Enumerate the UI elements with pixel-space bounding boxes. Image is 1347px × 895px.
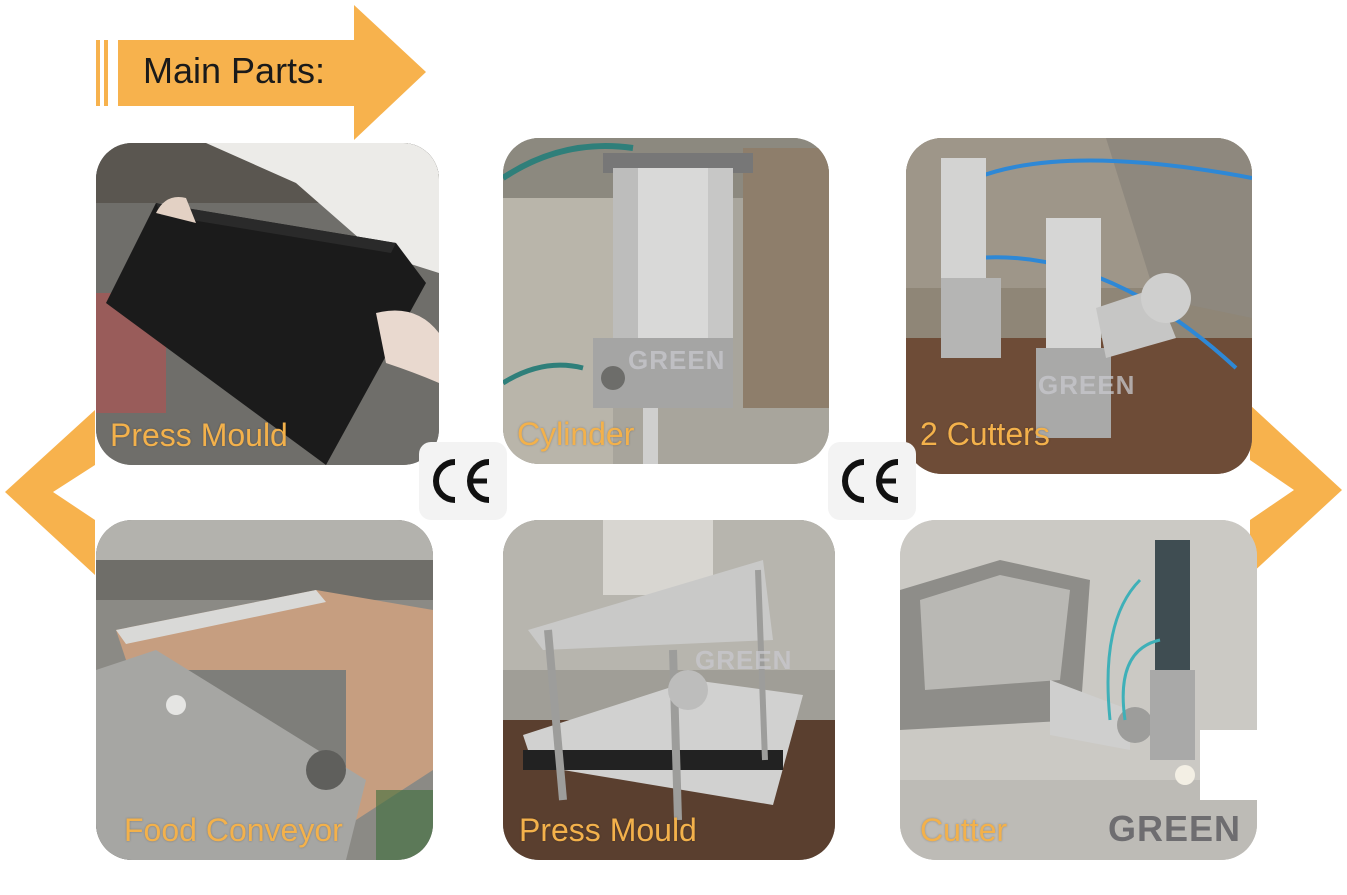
part-caption: 2 Cutters bbox=[920, 416, 1050, 452]
part-tile-press-mould-frame: GREEN Press Mould bbox=[503, 520, 835, 860]
cutter-photo bbox=[900, 520, 1257, 860]
part-caption: Cutter bbox=[920, 812, 1008, 848]
cylinder-photo bbox=[503, 138, 829, 464]
ce-mark-badge bbox=[828, 442, 916, 520]
part-tile-2-cutters: GREEN 2 Cutters bbox=[906, 138, 1252, 474]
ce-mark-icon bbox=[433, 459, 490, 503]
part-caption: Press Mould bbox=[110, 417, 288, 453]
header-banner-arrow-icon bbox=[96, 5, 426, 140]
watermark: GREEN bbox=[628, 345, 726, 375]
part-tile-cutter: GREEN Cutter bbox=[900, 520, 1257, 860]
watermark: GREEN bbox=[695, 645, 793, 675]
left-arrow-icon[interactable] bbox=[5, 410, 95, 575]
two-cutters-photo bbox=[906, 138, 1252, 474]
press-mould-photo bbox=[96, 143, 439, 465]
part-caption: Press Mould bbox=[519, 812, 697, 848]
ce-mark-icon bbox=[842, 459, 899, 503]
press-mould-frame-photo bbox=[503, 520, 835, 860]
part-caption: Food Conveyor bbox=[124, 812, 343, 848]
ce-mark-badge bbox=[419, 442, 507, 520]
part-tile-cylinder: GREEN Cylinder bbox=[503, 138, 829, 464]
food-conveyor-photo bbox=[96, 520, 433, 860]
part-tile-press-mould: Press Mould bbox=[96, 143, 439, 465]
right-arrow-icon[interactable] bbox=[1250, 405, 1342, 575]
part-tile-food-conveyor: Food Conveyor bbox=[96, 520, 433, 860]
watermark: GREEN bbox=[1038, 370, 1136, 400]
part-caption: Cylinder bbox=[517, 416, 635, 452]
watermark: GREEN bbox=[1108, 808, 1242, 849]
page-title: Main Parts: bbox=[143, 50, 326, 91]
